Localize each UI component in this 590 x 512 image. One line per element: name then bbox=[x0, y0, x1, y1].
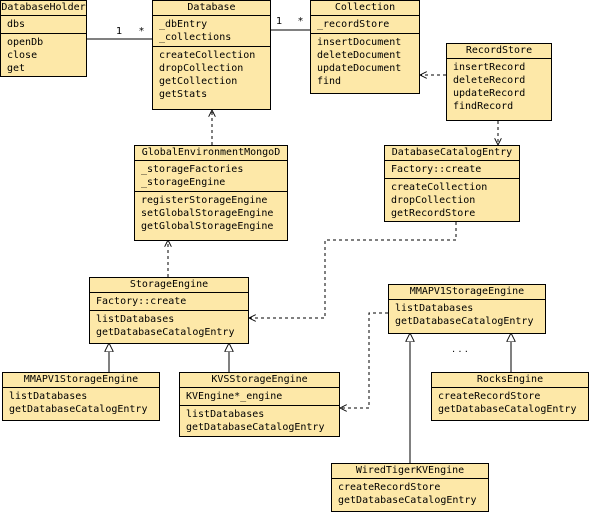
method-item: findRecord bbox=[453, 101, 514, 112]
class-name: DatabaseHolder bbox=[1, 1, 86, 16]
method-item: createCollection bbox=[391, 182, 488, 193]
multiplicity-many-label: * bbox=[139, 26, 144, 37]
method-item: getGlobalStorageEngine bbox=[141, 221, 274, 232]
methods-section: createCollection dropCollection getRecordS… bbox=[385, 178, 519, 222]
class-name: DatabaseCatalogEntry bbox=[385, 146, 519, 161]
attribute-item: KVEngine*_engine bbox=[186, 391, 283, 402]
methods-section: listDatabases getDatabaseCatalogEntry bbox=[389, 300, 545, 330]
method-item: get bbox=[7, 63, 26, 74]
method-item: dropCollection bbox=[391, 195, 476, 206]
method-item: listDatabases bbox=[395, 303, 474, 314]
attribute-item: dbs bbox=[7, 19, 26, 30]
attributes-section: Factory::create bbox=[90, 293, 248, 310]
method-item: deleteRecord bbox=[453, 75, 526, 86]
method-item: getStats bbox=[159, 89, 208, 100]
methods-section: insertRecord deleteRecord updateRecord find… bbox=[447, 59, 551, 115]
multiplicity-one-label: 1 bbox=[116, 26, 123, 37]
attributes-section: _dbEntry _collections bbox=[153, 16, 270, 46]
methods-section: createRecordStore getDatabaseCatalogEntry bbox=[332, 479, 488, 509]
attributes-section: KVEngine*_engine bbox=[180, 388, 339, 405]
class-mmapv1-storage-engine: MMAPV1StorageEngine listDatabases getDatab… bbox=[2, 372, 160, 421]
class-name: StorageEngine bbox=[90, 278, 248, 293]
methods-section: createCollection dropCollection getCollect… bbox=[153, 46, 270, 103]
class-name: MMAPV1StorageEngine bbox=[3, 373, 159, 388]
methods-section: openDb close get bbox=[1, 33, 86, 77]
method-item: createRecordStore bbox=[438, 391, 541, 402]
class-global-environment-mongod: GlobalEnvironmentMongoD_storageFactories… bbox=[134, 145, 288, 241]
dep-catalog-storageengine bbox=[249, 222, 457, 318]
method-item: updateRecord bbox=[453, 88, 526, 99]
method-item: close bbox=[7, 50, 38, 61]
attribute-item: _dbEntry bbox=[159, 19, 208, 30]
methods-section: listDatabases getDatabaseCatalogEntry bbox=[180, 405, 339, 436]
class-mmapv1-storage-engine-top: MMAPV1StorageEngine listDatabases getDatab… bbox=[388, 284, 546, 334]
method-item: getRecordStore bbox=[391, 208, 476, 219]
multiplicity-one-label: 1 bbox=[276, 16, 283, 27]
method-item: dropCollection bbox=[159, 63, 244, 74]
class-name: MMAPV1StorageEngine bbox=[389, 285, 545, 300]
method-item: listDatabases bbox=[186, 409, 265, 420]
method-item: setGlobalStorageEngine bbox=[141, 208, 274, 219]
method-item: createCollection bbox=[159, 50, 256, 61]
attribute-item: Factory::create bbox=[96, 296, 187, 307]
method-item: listDatabases bbox=[96, 314, 175, 325]
method-item: insertDocument bbox=[317, 37, 402, 48]
class-collection: Collection _recordStore insertDocument dele… bbox=[310, 0, 420, 94]
ellipsis-more-engines: . . . bbox=[452, 344, 468, 355]
methods-section: registerStorageEngine setGlobalStorageEng… bbox=[135, 191, 287, 235]
method-item: getCollection bbox=[159, 76, 238, 87]
attributes-section: _storageFactories _storageEngine bbox=[135, 161, 287, 191]
method-item: registerStorageEngine bbox=[141, 195, 268, 206]
method-item: openDb bbox=[7, 37, 44, 48]
multiplicity-many-label: * bbox=[298, 16, 303, 27]
attribute-item: _collections bbox=[159, 32, 232, 43]
class-name: WiredTigerKVEngine bbox=[332, 464, 488, 479]
attribute-item: _recordStore bbox=[317, 19, 390, 30]
methods-section: createRecordStore getDatabaseCatalogEntry bbox=[432, 388, 588, 418]
class-record-store: RecordStore insertRecord deleteRecord updat… bbox=[446, 43, 552, 121]
attributes-section: dbs bbox=[1, 16, 86, 33]
class-database: Database _dbEntry _collections createCollec… bbox=[152, 0, 271, 110]
method-item: getDatabaseCatalogEntry bbox=[395, 316, 534, 327]
attributes-section: Factory::create bbox=[385, 161, 519, 178]
method-item: updateDocument bbox=[317, 63, 402, 74]
methods-section: listDatabases getDatabaseCatalogEntry bbox=[90, 310, 248, 341]
method-item: getDatabaseCatalogEntry bbox=[438, 404, 577, 415]
class-name: Database bbox=[153, 1, 270, 16]
class-name: GlobalEnvironmentMongoD bbox=[135, 146, 287, 161]
class-name: RocksEngine bbox=[432, 373, 588, 388]
method-item: listDatabases bbox=[9, 391, 88, 402]
method-item: getDatabaseCatalogEntry bbox=[186, 422, 325, 433]
method-item: getDatabaseCatalogEntry bbox=[338, 495, 477, 506]
attributes-section: _recordStore bbox=[311, 16, 419, 33]
method-item: deleteDocument bbox=[317, 50, 402, 61]
attribute-item: Factory::create bbox=[391, 164, 482, 175]
attribute-item: _storageFactories bbox=[141, 164, 244, 175]
method-item: getDatabaseCatalogEntry bbox=[9, 404, 148, 415]
class-rocks-engine: RocksEngine createRecordStore getDatabaseC… bbox=[431, 372, 589, 421]
class-wiredtiger-kv-engine: WiredTigerKVEngine createRecordStore getDa… bbox=[331, 463, 489, 512]
class-database-holder: DatabaseHolder dbs openDb close get bbox=[0, 0, 87, 77]
method-item: insertRecord bbox=[453, 62, 526, 73]
method-item: find bbox=[317, 76, 342, 87]
method-item: createRecordStore bbox=[338, 482, 441, 493]
attribute-item: _storageEngine bbox=[141, 177, 226, 188]
class-name: KVSStorageEngine bbox=[180, 373, 339, 388]
class-name: Collection bbox=[311, 1, 419, 16]
method-item: getDatabaseCatalogEntry bbox=[96, 327, 235, 338]
methods-section: listDatabases getDatabaseCatalogEntry bbox=[3, 388, 159, 418]
methods-section: insertDocument deleteDocument updateDocume… bbox=[311, 33, 419, 90]
dep-mmapv1-kvs bbox=[340, 312, 388, 408]
class-name: RecordStore bbox=[447, 44, 551, 59]
